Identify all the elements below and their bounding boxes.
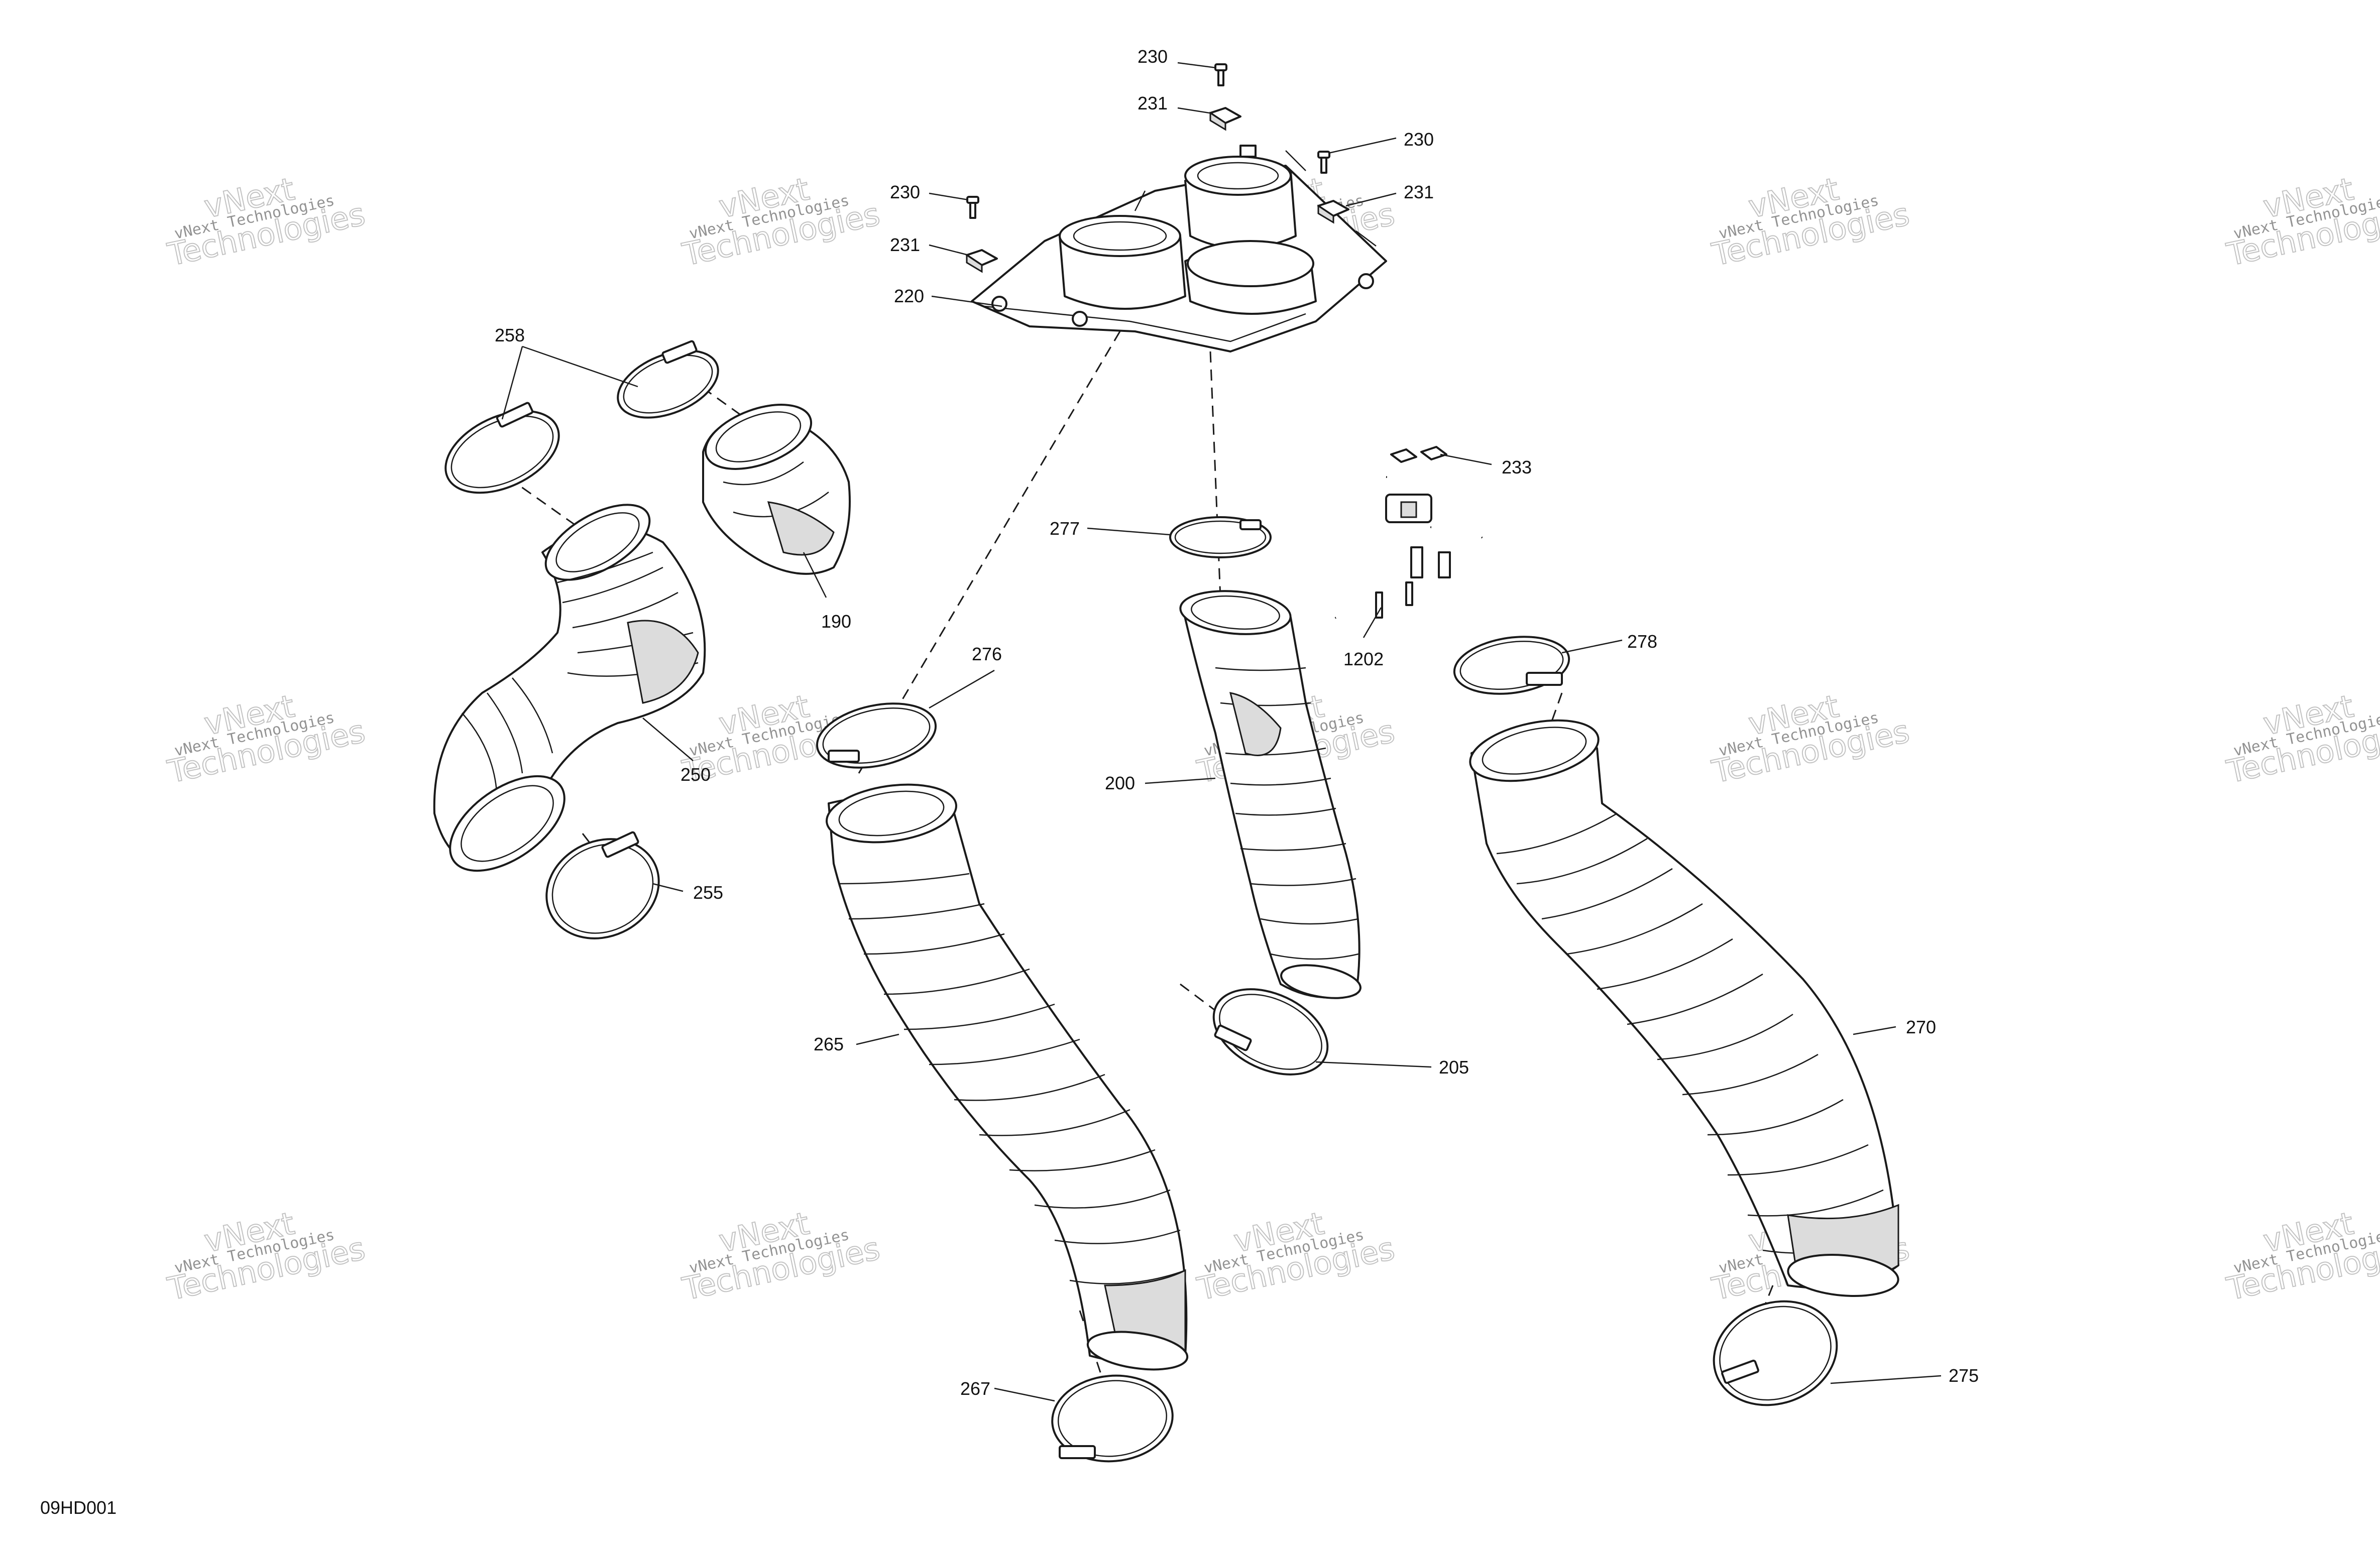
part-250-elbow-hose (433, 504, 706, 872)
callout-276: 276 (972, 644, 1002, 664)
watermark: vNext Technologies vNext Technologies (2223, 687, 2380, 791)
leader-lines (501, 62, 1942, 1402)
part-220-bracket (971, 145, 1387, 352)
callout-255: 255 (693, 882, 723, 903)
drawing-code: 09HD001 (40, 1497, 117, 1518)
watermark: vNext Technologies vNext Technologies (1708, 170, 1913, 274)
nut-231-right (1317, 200, 1349, 224)
watermark: vNext Technologies vNext Technologies (1708, 687, 1913, 791)
screw-230-top (1214, 63, 1227, 86)
watermark: vNext Technologies vNext Technologies (164, 687, 369, 791)
watermark: vNext Technologies vNext Technologies (1193, 1205, 1398, 1308)
watermark: vNext Technologies vNext Technologies (2223, 170, 2380, 274)
watermark: vNext Technologies vNext Technologies (164, 170, 369, 274)
callout-220: 220 (894, 286, 924, 306)
part-278-clamp (1453, 636, 1570, 695)
watermark: vNext Technologies vNext Technologies (164, 1205, 369, 1308)
part-190-adapter (702, 404, 851, 575)
callout-230: 230 (1138, 46, 1168, 67)
part-258-clamp-right (617, 340, 719, 419)
callout-233: 233 (1502, 457, 1532, 478)
part-270-duct-right (1469, 719, 1899, 1297)
callout-258: 258 (495, 325, 525, 345)
callout-231: 231 (1138, 93, 1168, 113)
watermark: vNext Technologies vNext Technologies (678, 1205, 883, 1308)
callout-labels: 230 231 230 231 230 231 220 258 190 233 … (495, 46, 1979, 1399)
part-200-duct-center (1179, 590, 1362, 999)
part-277-clamp (1169, 516, 1272, 558)
part-1202-sensor-hose (1327, 446, 1484, 621)
part-255-clamp (545, 831, 660, 939)
nut-231-left (966, 249, 998, 273)
callout-1202: 1202 (1343, 649, 1384, 669)
part-205-clamp (1212, 988, 1329, 1076)
callout-270: 270 (1906, 1017, 1936, 1037)
callout-205: 205 (1439, 1057, 1469, 1078)
part-258-clamp-left (444, 402, 560, 494)
watermark: vNext Technologies vNext Technologies (2223, 1205, 2380, 1308)
nut-231-top (1209, 107, 1241, 131)
callout-231: 231 (890, 234, 920, 255)
callout-277: 277 (1050, 518, 1080, 539)
screw-230-right (1317, 151, 1330, 174)
part-275-clamp (1713, 1300, 1838, 1406)
callout-200: 200 (1105, 773, 1135, 793)
watermark: vNext Technologies vNext Technologies (678, 170, 883, 274)
callout-231: 231 (1404, 182, 1434, 202)
part-276-clamp (816, 702, 937, 769)
callout-267: 267 (960, 1378, 990, 1399)
callout-190: 190 (821, 611, 851, 632)
callout-278: 278 (1627, 631, 1657, 652)
screw-230-left (966, 196, 979, 219)
callout-265: 265 (814, 1034, 844, 1054)
callout-275: 275 (1949, 1365, 1979, 1386)
part-267-clamp (1051, 1374, 1174, 1463)
callout-230: 230 (890, 182, 920, 202)
callout-230: 230 (1404, 129, 1434, 150)
part-265-duct-left (826, 783, 1189, 1371)
callout-250: 250 (681, 764, 711, 785)
